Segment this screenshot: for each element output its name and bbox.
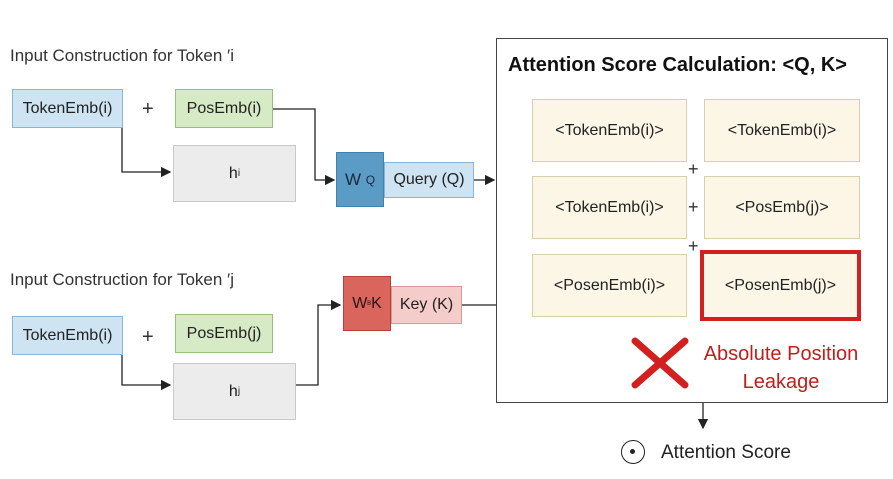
- attention-score-label: Attention Score: [661, 442, 791, 463]
- plus-sign-row1: +: [688, 159, 699, 179]
- query-weight-subscript: Q: [365, 172, 376, 187]
- plus-sign-i: +: [142, 98, 154, 120]
- arrow-token-i-to-hidden: [121, 128, 172, 178]
- plus-sign-row3: +: [688, 236, 699, 256]
- leakage-line-1: Absolute Position: [703, 343, 859, 365]
- query-weight-box: W Q: [336, 152, 384, 207]
- pos-emb-i-box: PosEmb(i): [175, 89, 273, 128]
- attention-panel-title: Attention Score Calculation: <Q, K>: [508, 54, 847, 76]
- section-i-title: Input Construction for Token ′i: [10, 46, 234, 65]
- plus-sign-j: +: [142, 326, 154, 348]
- key-weight-suffix: K: [371, 294, 382, 312]
- cell-token-pos-left: <TokenEmb(i)>: [532, 176, 687, 239]
- dot-product-icon: [621, 440, 645, 464]
- arrow-pos-i-to-wq: [273, 108, 336, 186]
- token-emb-j-box: TokenEmb(i): [12, 316, 123, 355]
- key-weight-label: W: [352, 294, 368, 312]
- hidden-i-subscript: i: [237, 168, 241, 179]
- hidden-i-label: h: [228, 164, 238, 182]
- plus-sign-row2: +: [688, 197, 699, 217]
- hidden-j-subscript: j: [237, 386, 241, 397]
- token-emb-i-box: TokenEmb(i): [12, 89, 123, 128]
- hidden-j-label: h: [228, 382, 238, 400]
- cell-pos-pos-highlighted: <PosenEmb(j)>: [700, 250, 861, 321]
- cell-token-token-right: <TokenEmb(i)>: [704, 99, 860, 162]
- section-j-title: Input Construction for Token ′j: [10, 270, 234, 289]
- red-x-icon: [631, 337, 689, 389]
- cell-pos-pos-left: <PosenEmb(i)>: [532, 254, 687, 317]
- cell-token-pos-right: <PosEmb(j)>: [704, 176, 860, 239]
- query-weight-label: W: [344, 169, 361, 189]
- query-box: Query (Q): [384, 162, 474, 198]
- leakage-line-2: Leakage: [742, 371, 820, 393]
- key-box: Key (K): [391, 286, 462, 324]
- arrow-token-j-to-hidden: [121, 355, 172, 391]
- pos-emb-j-box: PosEmb(j): [175, 314, 273, 353]
- cell-token-token-left: <TokenEmb(i)>: [532, 99, 687, 162]
- arrow-hidden-j-to-wk: [296, 299, 342, 386]
- key-weight-subscript: ᴮ: [367, 298, 372, 309]
- leakage-warning-text: Absolute Position Leakage: [696, 340, 866, 396]
